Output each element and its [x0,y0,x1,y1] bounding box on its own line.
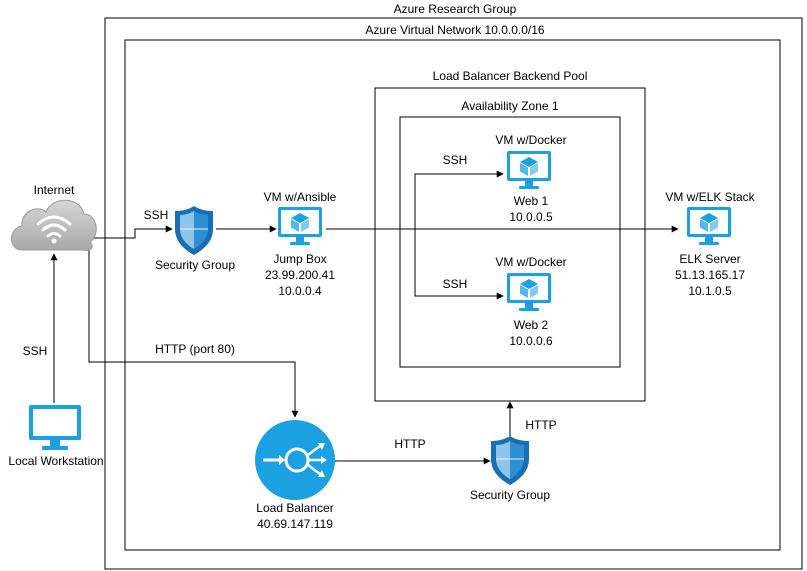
virtual-network-box [124,39,781,551]
availability-zone-label: Availability Zone 1 [461,99,558,113]
web2-title: VM w/Docker [495,255,566,269]
web1-ip: 10.0.0.5 [509,210,553,224]
edge-jumpbox-web1 [414,170,504,229]
security-group-http-shield-icon [491,436,529,485]
backend-pool-label: Load Balancer Backend Pool [433,69,588,83]
local-workstation-label: Local Workstation [8,454,103,468]
jump-box-vm-icon [278,207,322,245]
elk-name: ELK Server [679,252,740,266]
edge-internet-lb [88,248,299,418]
edge-label-internet-ssh: SSH [144,208,169,222]
backend-pool-box [374,87,646,402]
edge-label-http-port80: HTTP (port 80) [155,342,235,356]
edge-label-pool-http: HTTP [525,418,556,432]
elk-private-ip: 10.1.0.5 [688,284,732,298]
virtual-network-label: Azure Virtual Network 10.0.0.0/16 [365,23,545,37]
azure-research-group-label: Azure Research Group [394,2,517,16]
elk-vm-icon [687,207,731,245]
web1-name: Web 1 [514,194,549,208]
security-group-ssh-label: Security Group [155,258,235,272]
local-workstation-icon [29,405,81,450]
jump-box-name: Jump Box [273,252,326,266]
jump-box-title: VM w/Ansible [264,190,337,204]
security-group-ssh-shield-icon [175,206,213,255]
edge-label-web2-ssh: SSH [443,277,468,291]
edge-label-web1-ssh: SSH [443,153,468,167]
web2-name: Web 2 [514,318,549,332]
edge-label-workstation-ssh: SSH [23,344,48,358]
jump-box-public-ip: 23.99.200.41 [265,268,335,282]
elk-public-ip: 51.13.165.17 [675,268,745,282]
web2-ip: 10.0.0.6 [509,334,553,348]
internet-cloud-icon [11,199,97,251]
elk-title: VM w/ELK Stack [665,190,755,204]
edge-label-lb-http: HTTP [394,437,425,451]
web2-vm-icon [507,273,551,311]
azure-research-group-box [104,17,803,570]
web1-title: VM w/Docker [495,133,566,147]
availability-zone-box [399,116,621,368]
security-group-http-label: Security Group [470,488,550,502]
web1-vm-icon [507,151,551,189]
connectors [50,170,679,465]
edge-internet-sg [94,225,173,239]
edge-jumpbox-web2 [414,229,504,300]
jump-box-private-ip: 10.0.0.4 [278,284,322,298]
load-balancer-icon [255,420,335,500]
internet-label: Internet [34,183,75,197]
load-balancer-ip: 40.69.147.119 [257,517,333,531]
load-balancer-name: Load Balancer [256,501,333,515]
